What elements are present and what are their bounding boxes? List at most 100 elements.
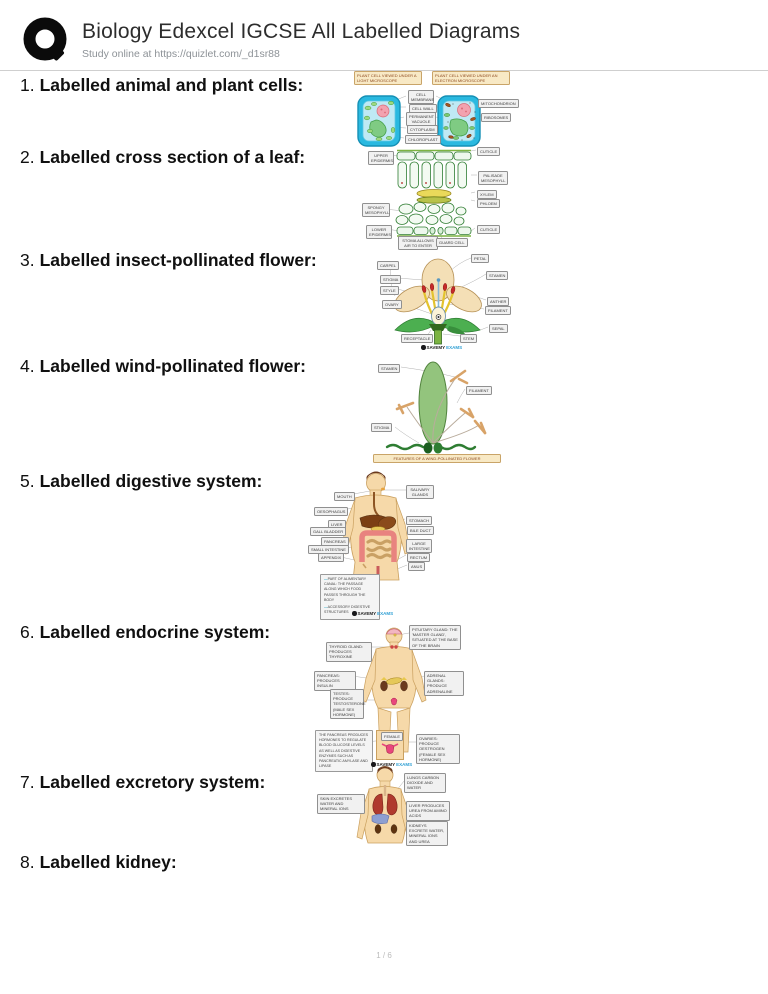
feathery-stigmas	[385, 443, 477, 451]
label-rectum: RECTUM	[407, 553, 431, 563]
item-heading-8: 8.Labelled kidney:	[20, 852, 177, 872]
quizlet-logo-icon	[22, 16, 70, 71]
label-cuticle-bottom: CUTICLE	[477, 225, 501, 235]
wind-flower-caption: FEATURES OF A WIND-POLLINATED FLOWER	[373, 454, 501, 464]
label-cuticle-top: CUTICLE	[477, 147, 501, 157]
liver-organ	[371, 813, 390, 824]
label-lower-epidermis: LOWER EPIDERMIS	[366, 225, 392, 240]
dangling-anthers	[395, 369, 487, 435]
label-salivary-glands: SALIVARY GLANDS	[406, 485, 434, 500]
thyroid-gland	[390, 645, 398, 649]
legend-alimentary-canal: PART OF ALIMENTARY CANAL: THE PASSAGE AL…	[324, 577, 376, 603]
legend-accessory-structures: ACCESSORY DIGESTIVE STRUCTURES	[324, 605, 376, 615]
page-number: 1 / 6	[376, 951, 392, 960]
palisade-nuclei	[401, 182, 451, 184]
label-plant-cell-light: PLANT CELL VIEWED UNDER A LIGHT MICROSCO…	[354, 71, 422, 86]
upper-epidermis-cells	[396, 151, 472, 161]
bract-blade	[418, 361, 448, 445]
label-style: STYLE	[380, 286, 399, 296]
label-stem: STEM	[460, 334, 478, 344]
gonads	[390, 697, 398, 706]
insect-flower-art	[389, 257, 489, 345]
savemyexams-watermark: SAVEMY EXAMS	[421, 345, 462, 350]
kidneys	[380, 680, 408, 692]
phloem	[416, 196, 452, 204]
mitochondria	[445, 103, 476, 139]
label-large-intestine: LARGE INTESTINE	[406, 539, 432, 554]
label-wind-stamen: STAMEN	[378, 364, 401, 374]
label-adrenal: ADRENAL GLANDS: PRODUCE ADRENALINE	[424, 671, 464, 696]
right-lung	[386, 793, 398, 816]
label-mitochondrion: MITOCHONDRION	[478, 99, 519, 109]
nucleus	[376, 104, 390, 118]
label-wind-stigma: STIGMA	[371, 423, 393, 433]
label-phloem: PHLOEM	[477, 199, 500, 209]
em-chloroplasts	[443, 113, 475, 140]
label-cell-membrane: CELL MEMBRANE	[408, 90, 434, 105]
label-appendix: APPENDIX	[318, 553, 345, 563]
right-arm	[411, 649, 427, 703]
label-testes: TESTES: PRODUCE TESTOSTERONE (MALE SEX H…	[330, 689, 366, 719]
label-filament: FILAMENT	[485, 306, 511, 316]
label-ovaries: OVARIES: PRODUCE OESTROGEN (FEMALE SEX H…	[416, 734, 460, 764]
label-skin: SKIN EXCRETES WATER AND MINERAL IONS	[317, 794, 365, 814]
label-guard-cell: GUARD CELL	[436, 238, 468, 248]
label-wind-filament: FILAMENT	[466, 386, 492, 396]
guard-cell-left	[429, 227, 436, 235]
item-heading-4: 4.Labelled wind-pollinated flower:	[20, 356, 307, 376]
ribosome-dots	[447, 102, 476, 141]
brain	[386, 628, 402, 635]
kidneys	[374, 824, 398, 834]
label-plant-cell-electron: PLANT CELL VIEWED UNDER AN ELECTRON MICR…	[432, 71, 510, 86]
female-inset: FEMALE	[376, 730, 404, 760]
item-heading-1: 1.Labelled animal and plant cells:	[20, 75, 304, 95]
savemyexams-watermark: SAVEMY EXAMS	[371, 762, 412, 767]
label-sepal: SEPAL	[489, 324, 508, 334]
label-petal: PETAL	[471, 254, 490, 264]
leaf-art	[383, 149, 477, 239]
receptacle-shape	[429, 324, 447, 331]
label-stomach: STOMACH	[406, 516, 432, 526]
petal-right	[446, 285, 482, 313]
left-lung	[372, 793, 384, 816]
quizlet-q-glyph	[23, 17, 67, 61]
diagram-insect-pollinated-flower: PETAL CARPEL STIGMA STYLE OVARY STAMEN A…	[365, 250, 521, 347]
label-lungs: LUNGS CARBON DIOXIDE AND WATER	[404, 773, 446, 793]
label-upper-epidermis: UPPER EPIDERMIS	[368, 151, 394, 166]
diagram-leaf-cross-section: UPPER EPIDERMIS SPONGY MESOPHYLL LOWER E…	[360, 145, 508, 251]
savemyexams-watermark: SAVEMY EXAMS	[352, 611, 393, 616]
adrenal-glands	[381, 677, 407, 680]
label-bile-duct: BILE DUCT	[407, 526, 434, 536]
excretory-art	[356, 766, 414, 844]
label-stoma: STOMA ALLOWS AIR TO ENTER	[398, 236, 438, 251]
label-pancreas-endocrine: PANCREAS: PRODUCES INSULIN	[314, 671, 356, 691]
label-ribosomes: RIBOSOMES	[481, 113, 512, 123]
digestive-legend: PART OF ALIMENTARY CANAL: THE PASSAGE AL…	[320, 574, 380, 621]
label-stigma: STIGMA	[380, 275, 402, 285]
savemyexams-logo-icon	[371, 762, 376, 767]
palisade-cells	[397, 161, 467, 189]
label-anus: ANUS	[408, 562, 426, 572]
savemyexams-logo-icon	[352, 611, 357, 616]
ovary-right	[433, 442, 443, 454]
savemyexams-logo-icon	[421, 345, 426, 350]
item-heading-2: 2.Labelled cross section of a leaf:	[20, 147, 306, 167]
label-xylem: XYLEM	[477, 190, 497, 200]
label-chloroplast: CHLOROPLAST	[405, 135, 441, 145]
stomach	[377, 516, 397, 530]
label-cytoplasm: CYTOPLASM	[407, 125, 438, 135]
header-divider	[0, 70, 768, 71]
label-gall-bladder: GALL BLADDER	[310, 527, 347, 537]
wind-flower-art	[385, 361, 487, 454]
label-spongy-mesophyll: SPONGY MESOPHYLL	[362, 203, 390, 218]
item-heading-7: 7.Labelled excretory system:	[20, 772, 266, 792]
diagram-excretory-system: SKIN EXCRETES WATER AND MINERAL IONS LUN…	[315, 763, 461, 848]
diagram-endocrine-system: PITUITARY GLAND: THE 'MASTER GLAND', SIT…	[312, 620, 464, 773]
label-ovary: OVARY	[382, 300, 402, 310]
pituitary-gland	[393, 633, 397, 637]
uterus-icon	[381, 743, 399, 754]
study-online-url: Study online at https://quizlet.com/_d1s…	[82, 48, 280, 60]
appendix	[362, 563, 367, 569]
diagram-wind-pollinated-flower: STAMEN FILAMENT STIGMA FEATURES OF A WIN…	[371, 355, 501, 465]
